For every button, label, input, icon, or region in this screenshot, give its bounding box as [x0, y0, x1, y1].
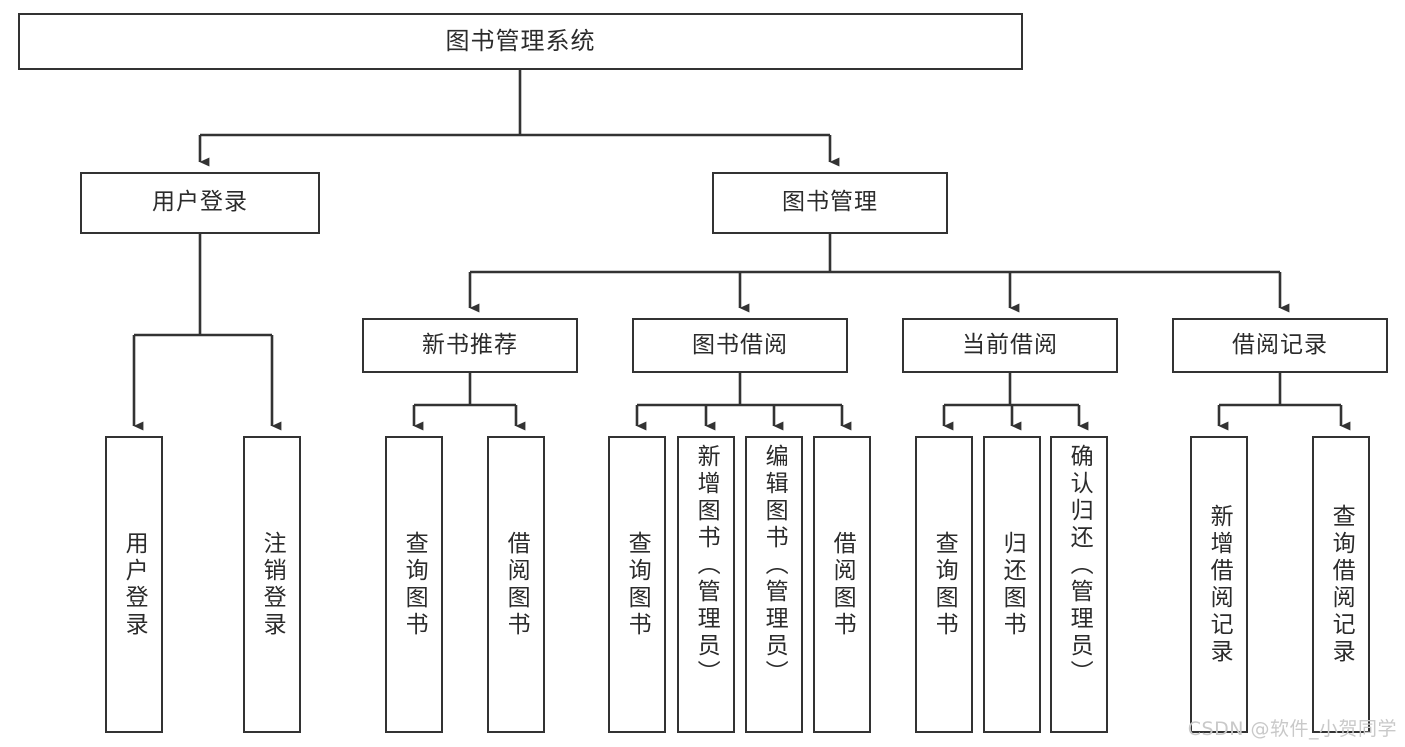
csdn-watermark: CSDN @软件_小贺同学 [1187, 718, 1397, 740]
leaf-query-borrow-record[interactable]: 查询借阅记录 [1312, 436, 1370, 733]
node-new-book-recommend-label: 新书推荐 [422, 331, 518, 358]
leaf-return-book[interactable]: 归还图书 [983, 436, 1041, 733]
node-root[interactable]: 图书管理系统 [18, 13, 1023, 70]
leaf-user-login-label: 用户登录 [121, 530, 148, 639]
leaf-confirm-return-admin-label: 确认归还（管理员） [1066, 444, 1093, 687]
leaf-add-borrow-record-label: 新增借阅记录 [1206, 503, 1233, 666]
node-borrow-record-label: 借阅记录 [1232, 331, 1328, 358]
leaf-query-book-bb-label: 查询图书 [624, 530, 651, 639]
leaf-borrow-book-bb[interactable]: 借阅图书 [813, 436, 871, 733]
leaf-user-login[interactable]: 用户登录 [105, 436, 163, 733]
node-root-label: 图书管理系统 [445, 27, 596, 56]
node-book-borrow-label: 图书借阅 [692, 331, 788, 358]
leaf-add-borrow-record[interactable]: 新增借阅记录 [1190, 436, 1248, 733]
leaf-return-book-label: 归还图书 [999, 530, 1026, 639]
node-book-management-label: 图书管理 [782, 189, 878, 216]
leaf-query-book-cb[interactable]: 查询图书 [915, 436, 973, 733]
leaf-add-book-admin[interactable]: 新增图书（管理员） [677, 436, 735, 733]
leaf-borrow-book-nbr-label: 借阅图书 [503, 530, 530, 639]
node-borrow-record[interactable]: 借阅记录 [1172, 318, 1388, 373]
leaf-query-book-nbr-label: 查询图书 [401, 530, 428, 639]
node-book-management[interactable]: 图书管理 [712, 172, 948, 234]
leaf-query-book-cb-label: 查询图书 [931, 530, 958, 639]
leaf-edit-book-admin[interactable]: 编辑图书（管理员） [745, 436, 803, 733]
node-current-borrow-label: 当前借阅 [962, 331, 1058, 358]
node-book-borrow[interactable]: 图书借阅 [632, 318, 848, 373]
leaf-query-book-bb[interactable]: 查询图书 [608, 436, 666, 733]
node-user-login[interactable]: 用户登录 [80, 172, 320, 234]
leaf-confirm-return-admin[interactable]: 确认归还（管理员） [1050, 436, 1108, 733]
leaf-borrow-book-nbr[interactable]: 借阅图书 [487, 436, 545, 733]
node-current-borrow[interactable]: 当前借阅 [902, 318, 1118, 373]
node-new-book-recommend[interactable]: 新书推荐 [362, 318, 578, 373]
leaf-logout[interactable]: 注销登录 [243, 436, 301, 733]
node-user-login-label: 用户登录 [152, 189, 248, 216]
leaf-query-book-nbr[interactable]: 查询图书 [385, 436, 443, 733]
leaf-borrow-book-bb-label: 借阅图书 [829, 530, 856, 639]
leaf-query-borrow-record-label: 查询借阅记录 [1328, 503, 1355, 666]
leaf-edit-book-admin-label: 编辑图书（管理员） [761, 444, 788, 687]
leaf-logout-label: 注销登录 [259, 530, 286, 639]
leaf-add-book-admin-label: 新增图书（管理员） [693, 444, 720, 687]
